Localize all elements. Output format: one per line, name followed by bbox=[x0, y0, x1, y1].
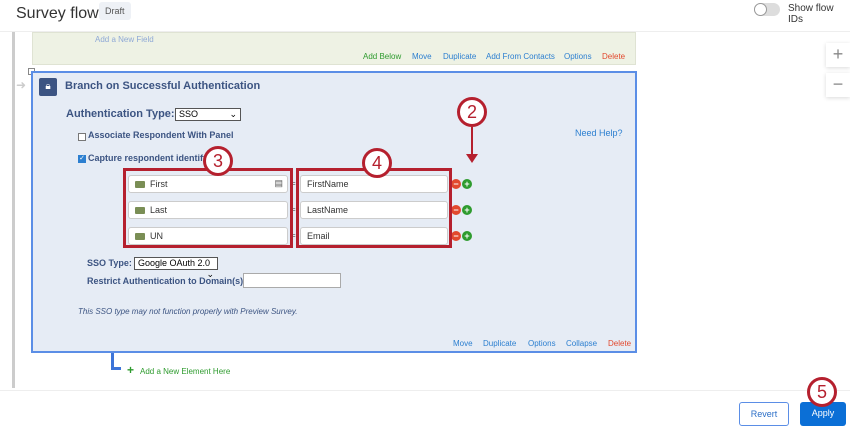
move-link[interactable]: Move bbox=[453, 339, 473, 348]
field-name: First bbox=[150, 179, 168, 189]
branch-connector bbox=[111, 367, 121, 370]
add-row-icon[interactable]: + bbox=[462, 231, 472, 241]
equals-sign: = bbox=[291, 231, 296, 240]
associate-label: Associate Respondent With Panel bbox=[88, 130, 234, 140]
field-input[interactable]: Last bbox=[128, 201, 288, 219]
capture-checkbox[interactable]: ✓ bbox=[78, 155, 86, 163]
add-row-icon[interactable]: + bbox=[462, 205, 472, 215]
chevron-down-icon: ⌄ bbox=[206, 269, 214, 279]
flow-arrow-icon: ➜ bbox=[16, 78, 27, 92]
callout-3: 3 bbox=[203, 146, 233, 176]
capture-label: Capture respondent identify bbox=[88, 153, 209, 163]
field-tag-icon bbox=[135, 181, 145, 189]
move-link[interactable]: Move bbox=[412, 52, 432, 61]
field-name: UN bbox=[150, 231, 163, 241]
zoom-out-button[interactable]: − bbox=[826, 73, 850, 97]
auth-type-label: Authentication Type: bbox=[66, 108, 175, 120]
footer: Revert Apply bbox=[0, 390, 850, 426]
equals-sign: = bbox=[291, 205, 296, 214]
callout-2: 2 bbox=[457, 97, 487, 127]
sso-type-label: SSO Type: bbox=[87, 258, 132, 268]
value-input[interactable]: LastName bbox=[300, 201, 448, 219]
callout-arrowhead bbox=[466, 154, 478, 163]
add-from-contacts-link[interactable]: Add From Contacts bbox=[486, 52, 555, 61]
field-input[interactable]: First ▤ bbox=[128, 175, 288, 193]
callout-box-3 bbox=[123, 168, 293, 248]
plus-icon[interactable]: + bbox=[127, 363, 135, 377]
duplicate-link[interactable]: Duplicate bbox=[443, 52, 477, 61]
options-link[interactable]: Options bbox=[528, 339, 556, 348]
add-row-icon[interactable]: + bbox=[462, 179, 472, 189]
options-link[interactable]: Options bbox=[564, 52, 592, 61]
sso-warning: This SSO type may not function properly … bbox=[78, 307, 298, 316]
delete-link[interactable]: Delete bbox=[602, 52, 626, 61]
chevron-down-icon: ⌄ bbox=[229, 109, 237, 119]
remove-row-icon[interactable]: − bbox=[451, 205, 461, 215]
branch-connector bbox=[111, 353, 114, 370]
zoom-in-button[interactable]: + bbox=[826, 43, 850, 67]
callout-4: 4 bbox=[362, 148, 392, 178]
page-title: Survey flow bbox=[16, 5, 99, 22]
callout-arrow bbox=[471, 127, 473, 157]
status-badge: Draft bbox=[99, 2, 131, 20]
show-flow-ids-toggle[interactable] bbox=[754, 3, 780, 16]
restrict-domain-label: Restrict Authentication to Domain(s) bbox=[87, 276, 244, 286]
authenticator-block: 🔒︎ Branch on Successful Authentication A… bbox=[31, 71, 637, 353]
contact-card-icon[interactable]: ▤ bbox=[274, 178, 283, 188]
field-tag-icon bbox=[135, 233, 145, 241]
delete-link[interactable]: Delete bbox=[608, 339, 632, 348]
sso-type-select[interactable]: Google OAuth 2.0⌄ bbox=[134, 257, 218, 279]
lock-icon: 🔒︎ bbox=[39, 78, 57, 96]
field-tag-icon bbox=[135, 207, 145, 215]
callout-box-4 bbox=[296, 168, 452, 248]
flow-line bbox=[12, 32, 15, 388]
block-title: Branch on Successful Authentication bbox=[65, 80, 261, 92]
sso-type-value: Google OAuth 2.0 bbox=[138, 258, 211, 268]
set-embedded-data-block: Add a New Field Add Below Move Duplicate… bbox=[32, 32, 636, 65]
equals-sign: = bbox=[291, 179, 296, 188]
auth-type-select[interactable]: SSO ⌄ bbox=[175, 108, 241, 121]
need-help-link[interactable]: Need Help? bbox=[575, 128, 623, 138]
collapse-link[interactable]: Collapse bbox=[566, 339, 598, 348]
remove-row-icon[interactable]: − bbox=[451, 231, 461, 241]
value-input[interactable]: Email bbox=[300, 227, 448, 245]
associate-checkbox[interactable] bbox=[78, 133, 86, 141]
show-flow-ids-label: Show flow IDs bbox=[788, 3, 834, 25]
restrict-domain-input[interactable] bbox=[243, 273, 341, 288]
remove-row-icon[interactable]: − bbox=[451, 179, 461, 189]
duplicate-link[interactable]: Duplicate bbox=[483, 339, 517, 348]
header: Survey flow Draft Show flow IDs bbox=[0, 0, 850, 32]
add-new-field-link[interactable]: Add a New Field bbox=[95, 35, 154, 44]
add-below-link[interactable]: Add Below bbox=[363, 52, 402, 61]
add-element-link[interactable]: Add a New Element Here bbox=[140, 367, 231, 376]
revert-button[interactable]: Revert bbox=[739, 402, 789, 426]
callout-5: 5 bbox=[807, 377, 837, 407]
field-name: Last bbox=[150, 205, 168, 215]
auth-type-value: SSO bbox=[179, 109, 199, 119]
field-input[interactable]: UN bbox=[128, 227, 288, 245]
